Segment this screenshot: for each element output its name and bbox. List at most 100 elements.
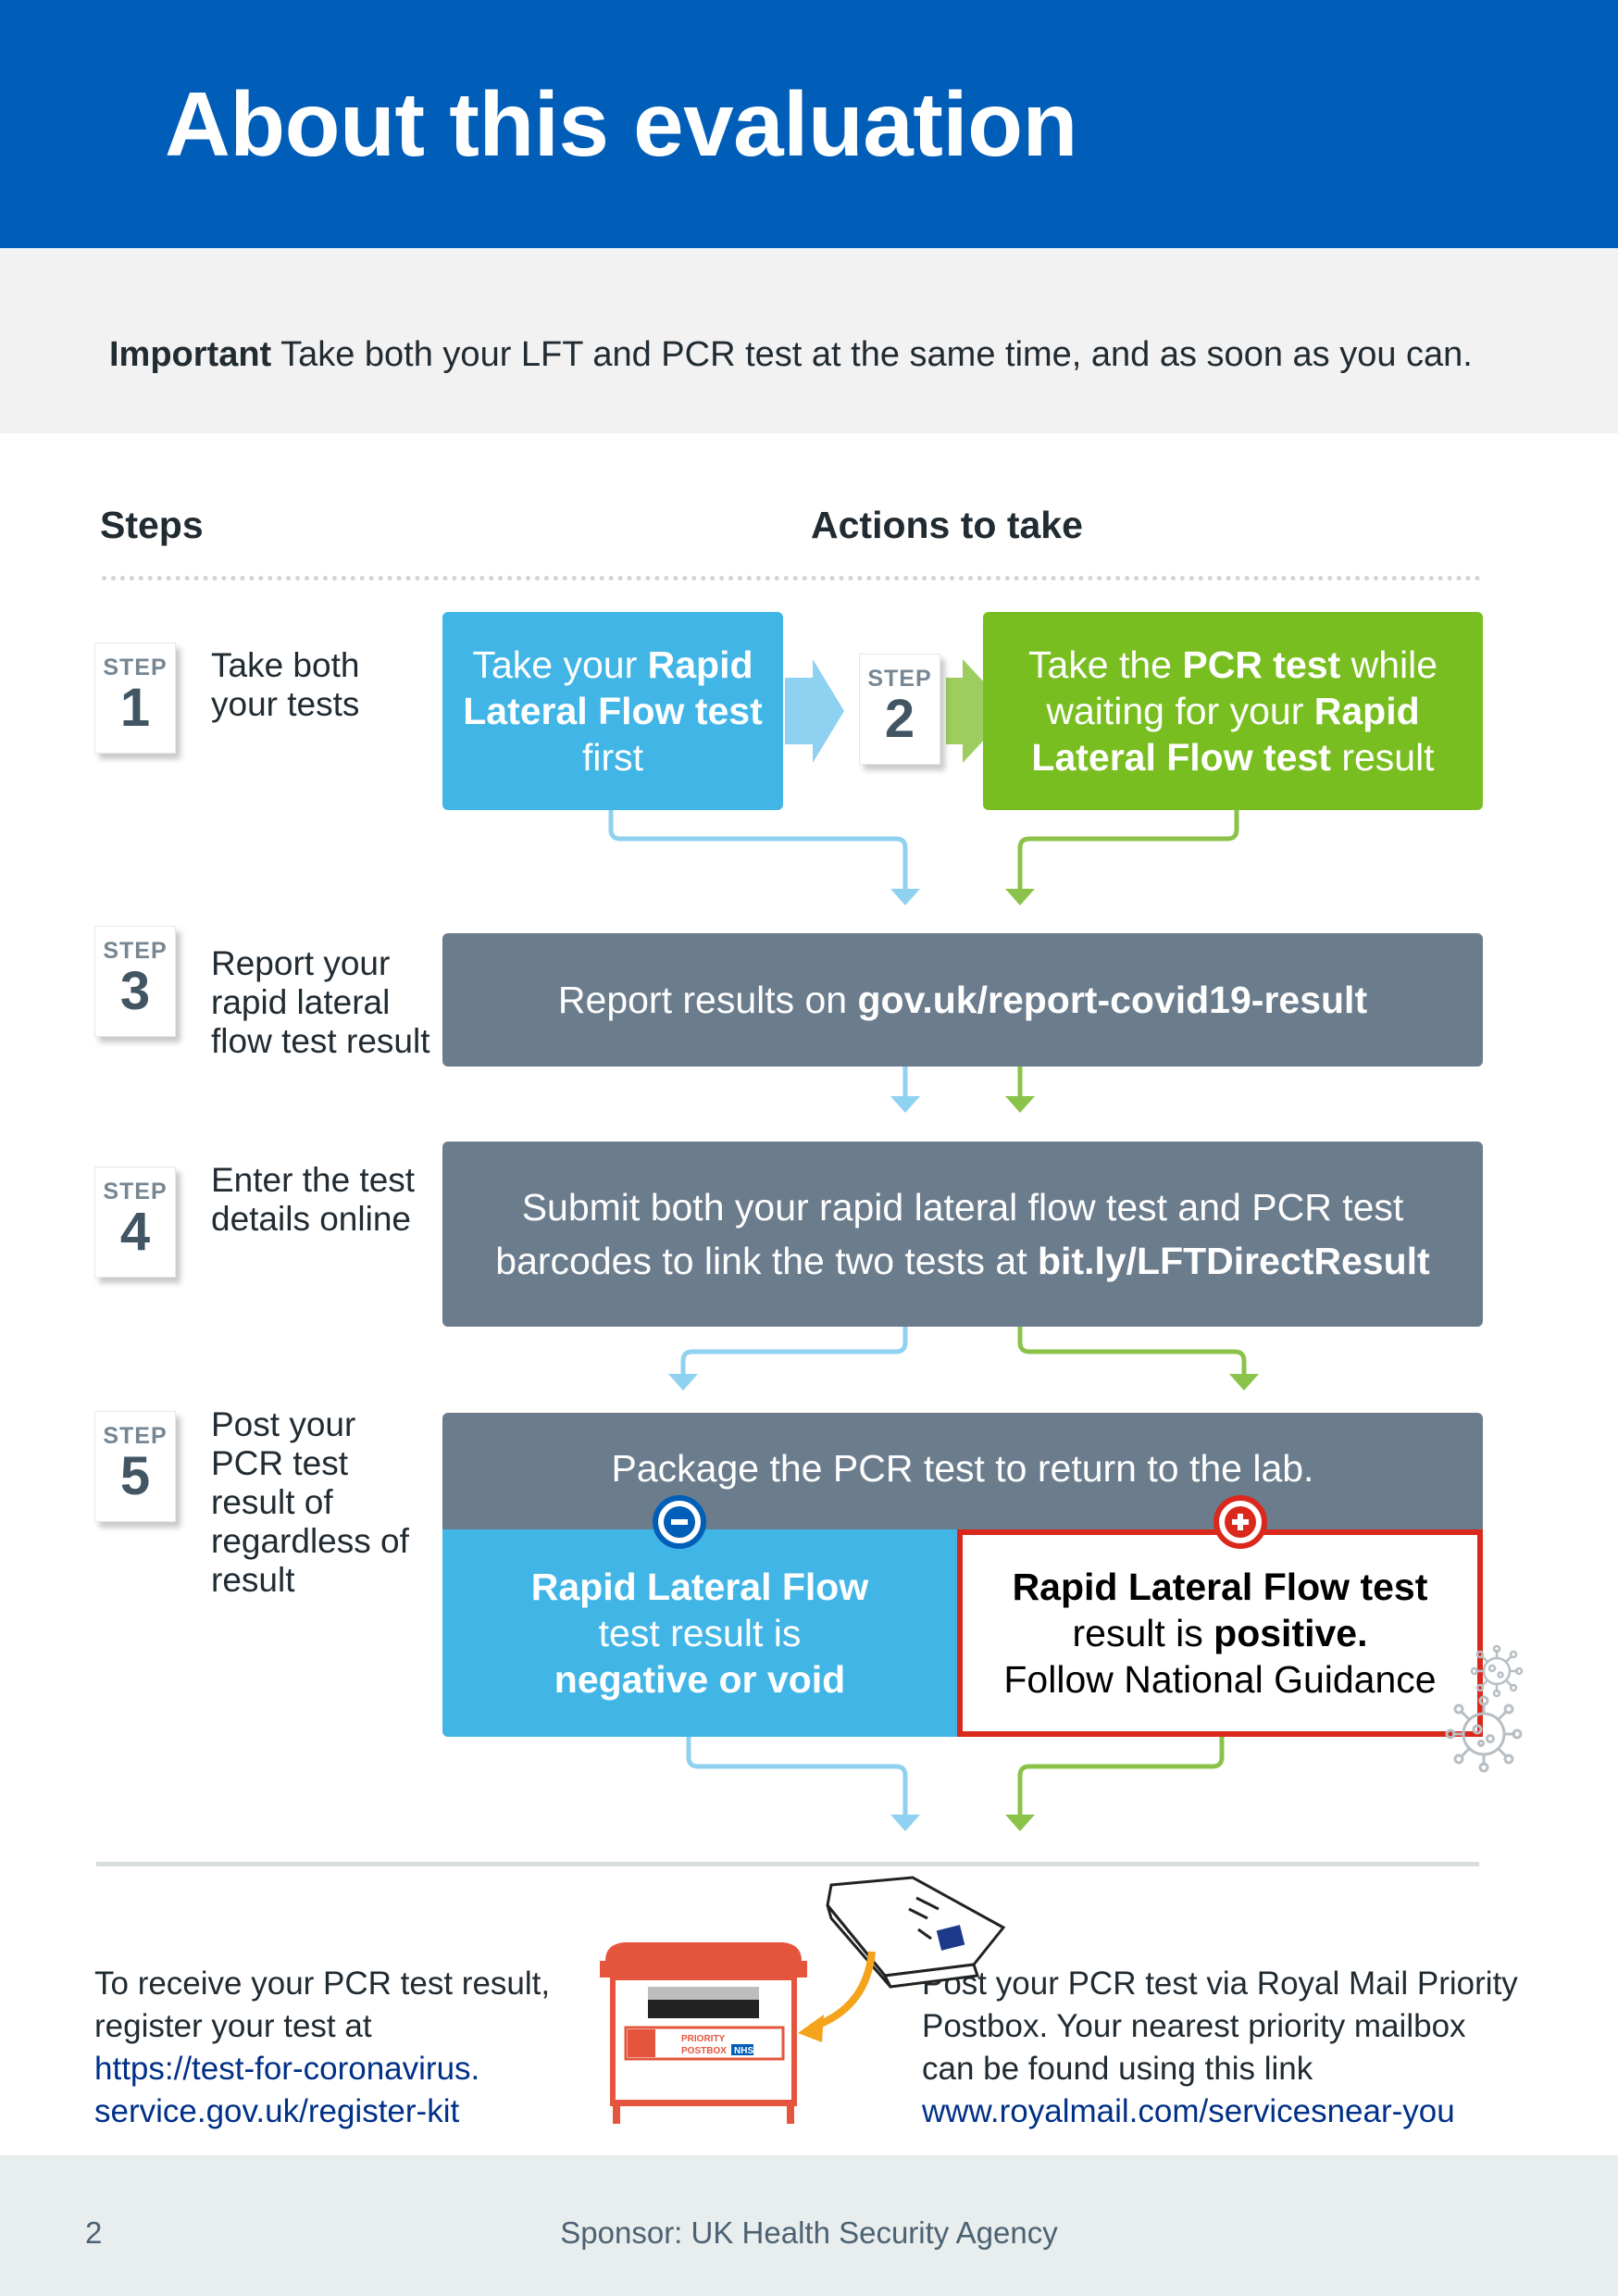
step-3-line: flow test result — [211, 1022, 430, 1060]
page-title: About this evaluation — [165, 73, 1077, 175]
connector-green — [1017, 1327, 1247, 1374]
important-notice: Important Take both your LFT and PCR tes… — [109, 335, 1473, 375]
postbox-text: can be found using this link — [922, 2051, 1313, 2087]
step-3-line: Report your — [211, 944, 391, 982]
step-2-badge: STEP 2 — [859, 654, 940, 765]
step-3-text: Report your rapid lateral flow test resu… — [211, 944, 429, 1061]
step-5-line: PCR test — [211, 1444, 349, 1482]
postbox-icon: PRIORITY POSTBOX NHS — [600, 1942, 807, 2124]
arrow-right-icon — [785, 659, 844, 763]
plus-circle-icon — [1214, 1495, 1267, 1549]
submit-line-2: barcodes to link the two tests at bit.ly… — [495, 1234, 1429, 1288]
step-number: 2 — [884, 689, 915, 749]
step-1-line: Take both — [211, 646, 360, 684]
submit-text: Submit both your rapid lateral flow test… — [521, 1186, 1404, 1229]
step-5-badge: STEP 5 — [94, 1411, 176, 1522]
arrow-right-icon — [946, 659, 1011, 763]
positive-text: result is — [1072, 1612, 1214, 1654]
header-banner — [0, 0, 1618, 248]
submit-text: barcodes to link the two tests at — [495, 1240, 1038, 1282]
actions-heading: Actions to take — [811, 504, 1083, 546]
step-3-line: rapid lateral — [211, 983, 391, 1021]
package-box: Package the PCR test to return to the la… — [442, 1413, 1483, 1529]
steps-heading: Steps — [100, 504, 204, 546]
sponsor-text: Sponsor: UK Health Security Agency — [560, 2215, 1058, 2250]
pcr-text: result — [1330, 736, 1435, 779]
arrow-down-icon — [1229, 1374, 1259, 1391]
submit-box: Submit both your rapid lateral flow test… — [442, 1142, 1483, 1327]
positive-box-text: Rapid Lateral Flow test result is positi… — [1003, 1564, 1436, 1703]
postbox-info: Post your PCR test via Royal Mail Priori… — [922, 1963, 1518, 2133]
lft-text: Take your — [472, 643, 648, 686]
step-1-badge: STEP 1 — [94, 643, 176, 754]
heading-divider — [102, 576, 1481, 580]
footer — [0, 2155, 1618, 2296]
step-number: 5 — [119, 1446, 151, 1506]
postbox-illustration: PRIORITY POSTBOX NHS — [600, 1876, 1006, 2124]
step-5-line: result of — [211, 1483, 333, 1521]
lft-box-text: Take your Rapid Lateral Flow test first — [455, 642, 770, 780]
register-text: register your test at — [94, 2008, 372, 2044]
register-link[interactable]: service.gov.uk/register-kit — [94, 2093, 460, 2129]
curved-arrow-head — [798, 2015, 824, 2042]
important-label: Important — [109, 335, 272, 374]
envelope-icon — [826, 1876, 1006, 1989]
postbox-text: Postbox. Your nearest priority mailbox — [922, 2008, 1466, 2044]
register-info: To receive your PCR test result, registe… — [94, 1963, 550, 2133]
pcr-text: while waiting for your — [1046, 643, 1438, 732]
report-text: Report results on — [557, 978, 858, 1021]
submit-link[interactable]: bit.ly/LFTDirectResult — [1037, 1240, 1430, 1282]
step-4-line: details online — [211, 1200, 411, 1238]
arrow-down-icon — [890, 889, 920, 905]
step-word: STEP — [103, 1423, 168, 1449]
pcr-text-bold: PCR test — [1182, 643, 1341, 686]
connector-green — [1017, 1737, 1225, 1815]
postbox-label: POSTBOX — [681, 2046, 727, 2056]
step-number: 4 — [119, 1202, 151, 1262]
step-5-line: Post your — [211, 1405, 356, 1443]
negative-box-text: Rapid Lateral Flow test result is negati… — [531, 1564, 869, 1703]
step-word: STEP — [867, 666, 932, 692]
virus-icon — [1470, 1644, 1524, 1698]
pcr-box: Take the PCR test while waiting for your… — [983, 612, 1483, 810]
important-band — [0, 248, 1618, 433]
step-number: 3 — [119, 961, 151, 1021]
arrow-down-icon — [890, 1815, 920, 1831]
step-1-line: your tests — [211, 685, 360, 723]
connector-blue — [608, 810, 908, 889]
arrow-down-icon — [1005, 1096, 1035, 1113]
connector-blue — [686, 1737, 908, 1815]
pcr-box-text: Take the PCR test while waiting for your… — [998, 642, 1468, 780]
minus-circle-icon — [653, 1495, 706, 1549]
positive-result-box: Rapid Lateral Flow test result is positi… — [957, 1529, 1483, 1737]
nhs-logo: NHS — [734, 2046, 753, 2056]
lft-text: first — [581, 736, 644, 779]
step-1-text: Take both your tests — [211, 646, 359, 724]
arrow-down-icon — [668, 1374, 698, 1391]
pcr-text-bold: Rapid Lateral Flow test — [1031, 690, 1420, 779]
virus-icon — [1445, 1695, 1523, 1773]
negative-result-box: Rapid Lateral Flow test result is negati… — [442, 1529, 957, 1737]
step-4-line: Enter the test — [211, 1161, 416, 1199]
important-body: Take both your LFT and PCR test at the s… — [271, 335, 1473, 374]
report-link[interactable]: gov.uk/report-covid19-result — [857, 978, 1368, 1021]
package-text: Package the PCR test to return to the la… — [611, 1446, 1314, 1490]
postbox-text: Post your PCR test via Royal Mail Priori… — [922, 1965, 1518, 2002]
lft-box: Take your Rapid Lateral Flow test first — [442, 612, 783, 810]
register-link[interactable]: https://test-for-coronavirus. — [94, 2051, 480, 2087]
report-box: Report results on gov.uk/report-covid19-… — [442, 933, 1483, 1067]
step-4-badge: STEP 4 — [94, 1167, 176, 1278]
pcr-text: Take the — [1027, 643, 1183, 686]
postbox-label: PRIORITY — [681, 2034, 726, 2044]
negative-text-bold: Rapid Lateral Flow — [530, 1566, 869, 1608]
submit-box-text: Submit both your rapid lateral flow test… — [495, 1180, 1429, 1288]
report-box-text: Report results on gov.uk/report-covid19-… — [558, 979, 1367, 1022]
arrow-down-icon — [890, 1096, 920, 1113]
page-number: 2 — [85, 2215, 103, 2250]
positive-text: Follow National Guidance — [1003, 1658, 1437, 1701]
step-word: STEP — [103, 1179, 168, 1204]
negative-text-bold: negative or void — [554, 1658, 846, 1701]
step-5-line: result — [211, 1561, 295, 1599]
royalmail-link[interactable]: www.royalmail.com/servicesnear-you — [922, 2093, 1455, 2129]
